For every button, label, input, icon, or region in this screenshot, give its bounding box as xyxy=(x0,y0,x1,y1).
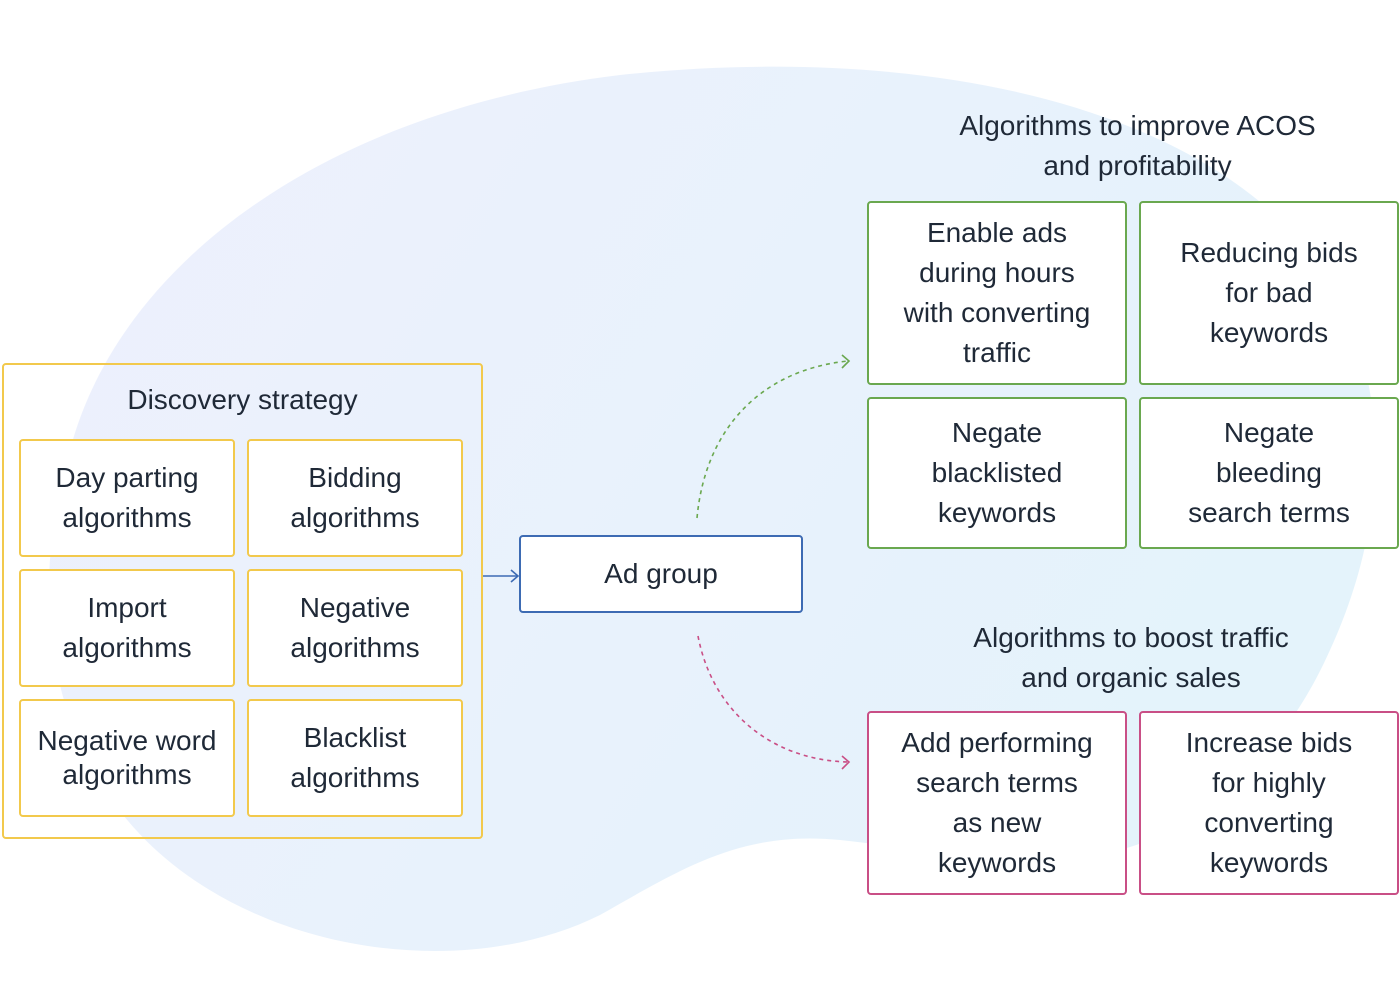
reducing-bids-label: Reducing bids for bad keywords xyxy=(1180,237,1358,348)
blacklist-box: Blacklist algorithms xyxy=(247,699,463,817)
bidding-label: Bidding algorithms xyxy=(290,462,420,533)
discovery-strategy-container xyxy=(2,363,483,839)
bidding-box: Bidding algorithms xyxy=(247,439,463,557)
negative-box: Negative algorithms xyxy=(247,569,463,687)
negate-bleeding-box: Negate bleeding search terms xyxy=(1139,397,1399,549)
negative-label: Negative algorithms xyxy=(290,592,420,663)
enable-ads-box: Enable ads during hours with converting … xyxy=(867,201,1127,385)
add-performing-label: Add performing search terms as new keywo… xyxy=(901,727,1093,878)
acos-group-title: Algorithms to improve ACOS and profitabi… xyxy=(959,110,1316,181)
enable-ads-label: Enable ads during hours with converting … xyxy=(903,217,1091,368)
add-performing-box: Add performing search terms as new keywo… xyxy=(867,711,1127,895)
blacklist-label: Blacklist algorithms xyxy=(290,722,420,793)
reducing-bids-box: Reducing bids for bad keywords xyxy=(1139,201,1399,385)
ad-group-box: Ad group xyxy=(519,535,803,613)
negate-bleeding-label: Negate bleeding search terms xyxy=(1188,417,1350,528)
day-parting-box: Day parting algorithms xyxy=(19,439,235,557)
increase-bids-box: Increase bids for highly converting keyw… xyxy=(1139,711,1399,895)
negate-blacklisted-box: Negate blacklisted keywords xyxy=(867,397,1127,549)
increase-bids-label: Increase bids for highly converting keyw… xyxy=(1185,727,1353,878)
negate-blacklisted-label: Negate blacklisted keywords xyxy=(931,417,1063,528)
day-parting-label: Day parting algorithms xyxy=(55,462,199,533)
discovery-strategy-title: Discovery strategy xyxy=(127,384,358,415)
negative-word-label: Negative word algorithms xyxy=(37,725,217,790)
import-label: Import algorithms xyxy=(62,592,192,663)
negative-word-box: Negative word algorithms xyxy=(19,699,235,817)
import-box: Import algorithms xyxy=(19,569,235,687)
ad-group-label: Ad group xyxy=(604,558,718,589)
traffic-group-title: Algorithms to boost traffic and organic … xyxy=(973,622,1289,693)
